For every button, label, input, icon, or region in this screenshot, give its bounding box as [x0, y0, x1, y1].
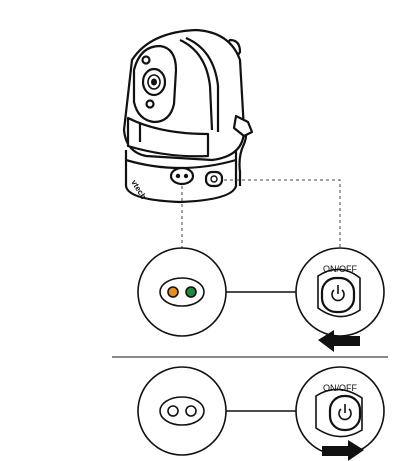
camera-neck — [126, 116, 210, 158]
camera-cable-plug — [232, 114, 254, 138]
camera-mic — [145, 99, 155, 109]
baby-monitor-camera — [122, 28, 254, 204]
camera-lens-core — [151, 78, 157, 86]
detail-switch-on — [295, 247, 385, 337]
camera-led-window — [169, 166, 195, 186]
detail-switch-off — [295, 366, 385, 456]
camera-side-panel-2 — [185, 36, 220, 132]
led-bezel-on — [159, 277, 205, 307]
camera-side-panel — [179, 39, 214, 131]
switch-slider-on — [320, 276, 356, 314]
camera-led-dot-2 — [183, 173, 189, 179]
leader-line-switch — [224, 179, 341, 248]
detail-led-on — [137, 247, 227, 337]
arrow-right-icon — [322, 440, 364, 461]
on-off-label-bottom: ON/OFF — [323, 383, 357, 393]
led-off-right — [185, 405, 197, 417]
camera-led-dot-1 — [175, 173, 181, 179]
detail-led-off — [137, 366, 227, 456]
camera-sensor — [141, 55, 151, 65]
camera-power-switch-knob — [210, 175, 218, 183]
led-amber — [167, 286, 179, 298]
power-icon-on — [331, 285, 345, 302]
led-green — [185, 286, 197, 298]
on-off-label-top: ON/OFF — [323, 264, 357, 274]
leader-lines — [181, 179, 341, 248]
led-bezel-off — [159, 396, 205, 426]
arrow-left-icon — [318, 330, 360, 352]
power-icon-off — [338, 404, 352, 421]
led-off-left — [167, 405, 179, 417]
